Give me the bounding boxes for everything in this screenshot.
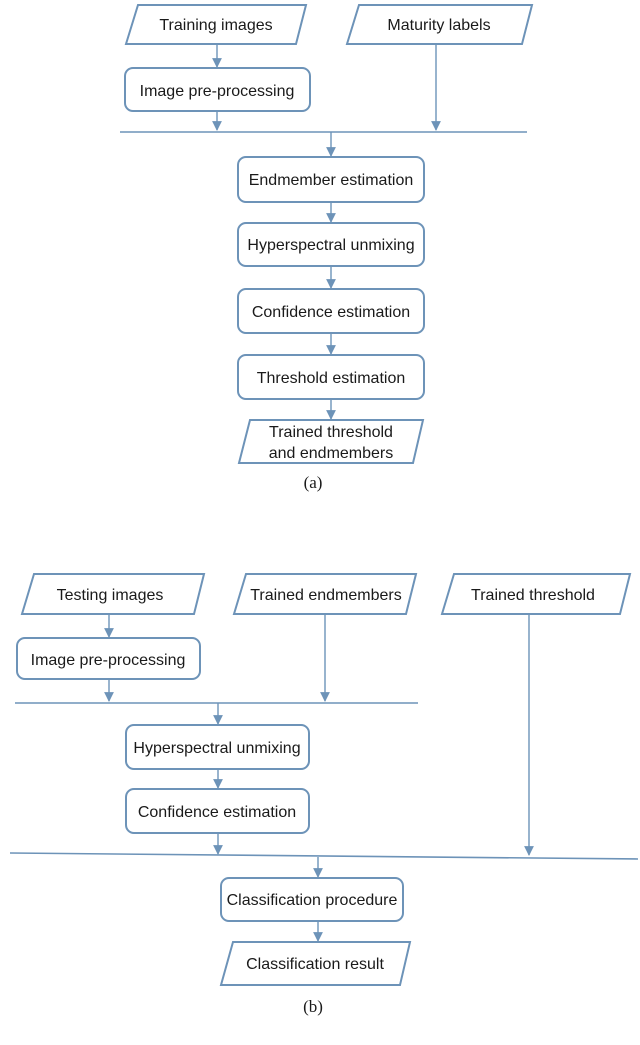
input-trained-endmembers-label: Trained endmembers (250, 587, 401, 604)
diagram-b: Testing images Trained endmembers Traine… (9, 573, 639, 1016)
step-threshold-estimation-label: Threshold estimation (257, 370, 406, 387)
caption-b: (b) (303, 997, 323, 1016)
step-confidence-estimation-b: Confidence estimation (125, 788, 310, 834)
diagram-a: Training images Maturity labels Image pr… (120, 4, 534, 492)
input-training-images-label: Training images (159, 17, 272, 34)
step-classification-procedure-label: Classification procedure (227, 892, 398, 909)
step-image-preprocessing-b: Image pre-processing (16, 637, 201, 680)
input-maturity-labels: Maturity labels (345, 4, 534, 45)
step-hyperspectral-unmixing-label: Hyperspectral unmixing (247, 237, 414, 254)
step-classification-procedure: Classification procedure (220, 877, 404, 922)
output-classification-result-label: Classification result (246, 956, 384, 973)
step-image-preprocessing-label: Image pre-processing (140, 83, 295, 100)
step-image-preprocessing-b-label: Image pre-processing (31, 652, 186, 669)
input-trained-threshold: Trained threshold (440, 573, 632, 615)
input-maturity-labels-label: Maturity labels (387, 17, 490, 34)
output-a-line1: Trained threshold (269, 424, 393, 441)
step-hyperspectral-unmixing: Hyperspectral unmixing (237, 222, 425, 267)
merge-bus-b2 (9, 852, 639, 860)
step-hyperspectral-unmixing-b: Hyperspectral unmixing (125, 724, 310, 770)
input-trained-threshold-label: Trained threshold (471, 587, 595, 604)
input-trained-endmembers: Trained endmembers (232, 573, 418, 615)
step-confidence-estimation: Confidence estimation (237, 288, 425, 334)
output-a-line2: and endmembers (269, 445, 394, 462)
step-image-preprocessing: Image pre-processing (124, 67, 311, 112)
step-confidence-estimation-b-label: Confidence estimation (138, 804, 296, 821)
step-hyperspectral-unmixing-b-label: Hyperspectral unmixing (133, 740, 300, 757)
step-confidence-estimation-label: Confidence estimation (252, 304, 410, 321)
step-endmember-estimation: Endmember estimation (237, 156, 425, 203)
output-trained-threshold-endmembers: Trained threshold and endmembers (237, 419, 425, 464)
step-endmember-estimation-label: Endmember estimation (249, 172, 414, 189)
output-classification-result: Classification result (219, 941, 412, 986)
input-testing-images: Testing images (20, 573, 206, 615)
input-testing-images-label: Testing images (57, 587, 164, 604)
input-training-images: Training images (124, 4, 308, 45)
step-threshold-estimation: Threshold estimation (237, 354, 425, 400)
caption-a: (a) (304, 473, 323, 492)
